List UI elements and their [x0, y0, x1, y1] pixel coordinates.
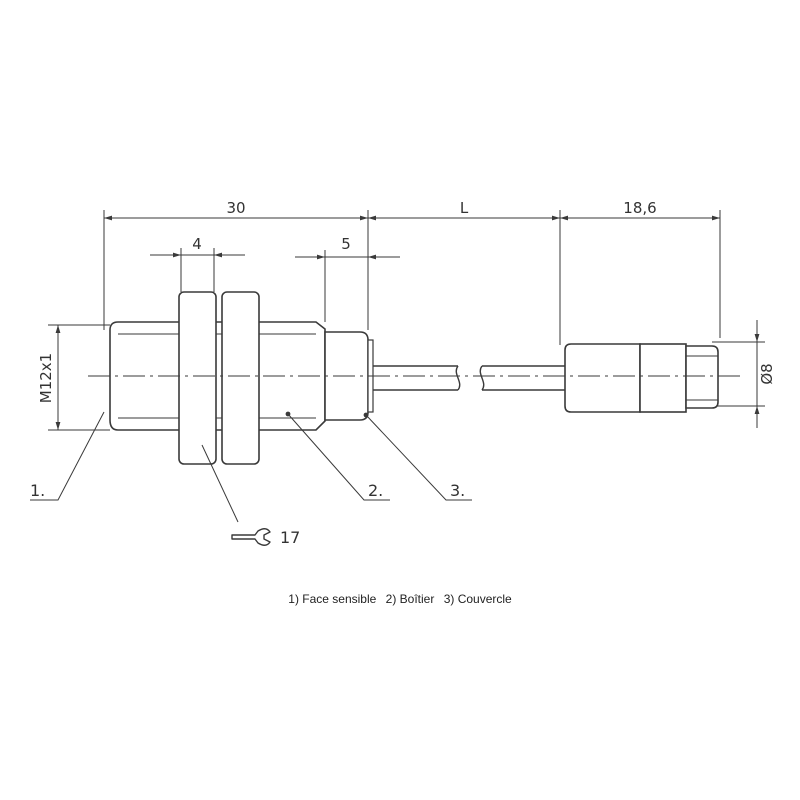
overall-length-label: 30	[226, 199, 245, 217]
diameter-label: Ø8	[758, 363, 776, 384]
thread-label: M12x1	[37, 353, 55, 403]
leader-line-housing	[287, 413, 390, 501]
cable	[373, 365, 565, 391]
connector-length-label: 18,6	[623, 199, 656, 217]
leader-line-face	[30, 411, 105, 501]
leader-line-cover	[365, 414, 472, 501]
threaded-housing	[109, 321, 326, 431]
connector-sleeve	[564, 343, 641, 413]
connector-coupling	[639, 343, 687, 413]
lock-nut-2	[221, 291, 260, 465]
wrench-icon	[231, 528, 271, 546]
sensor-body	[109, 291, 374, 465]
legend-item-face: 1) Face sensible	[288, 592, 377, 606]
legend-item-cover: 3) Couvercle	[443, 592, 512, 606]
callout-cover-label: 3.	[450, 481, 465, 500]
connector-tip	[685, 345, 719, 409]
connector	[564, 343, 719, 413]
leader-line-wrench	[201, 444, 239, 523]
callout-face-label: 1.	[30, 481, 45, 500]
wrench-size-label: 17	[280, 528, 300, 547]
legend: 1) Face sensible 2) Boîtier 3) Couvercle	[0, 592, 800, 606]
lock-nut-1	[178, 291, 217, 465]
cover-length-label: 5	[341, 235, 351, 253]
nut-width-label: 4	[192, 235, 202, 253]
callout-housing-label: 2.	[368, 481, 383, 500]
legend-item-housing: 2) Boîtier	[385, 592, 435, 606]
cable-length-label: L	[460, 199, 469, 217]
